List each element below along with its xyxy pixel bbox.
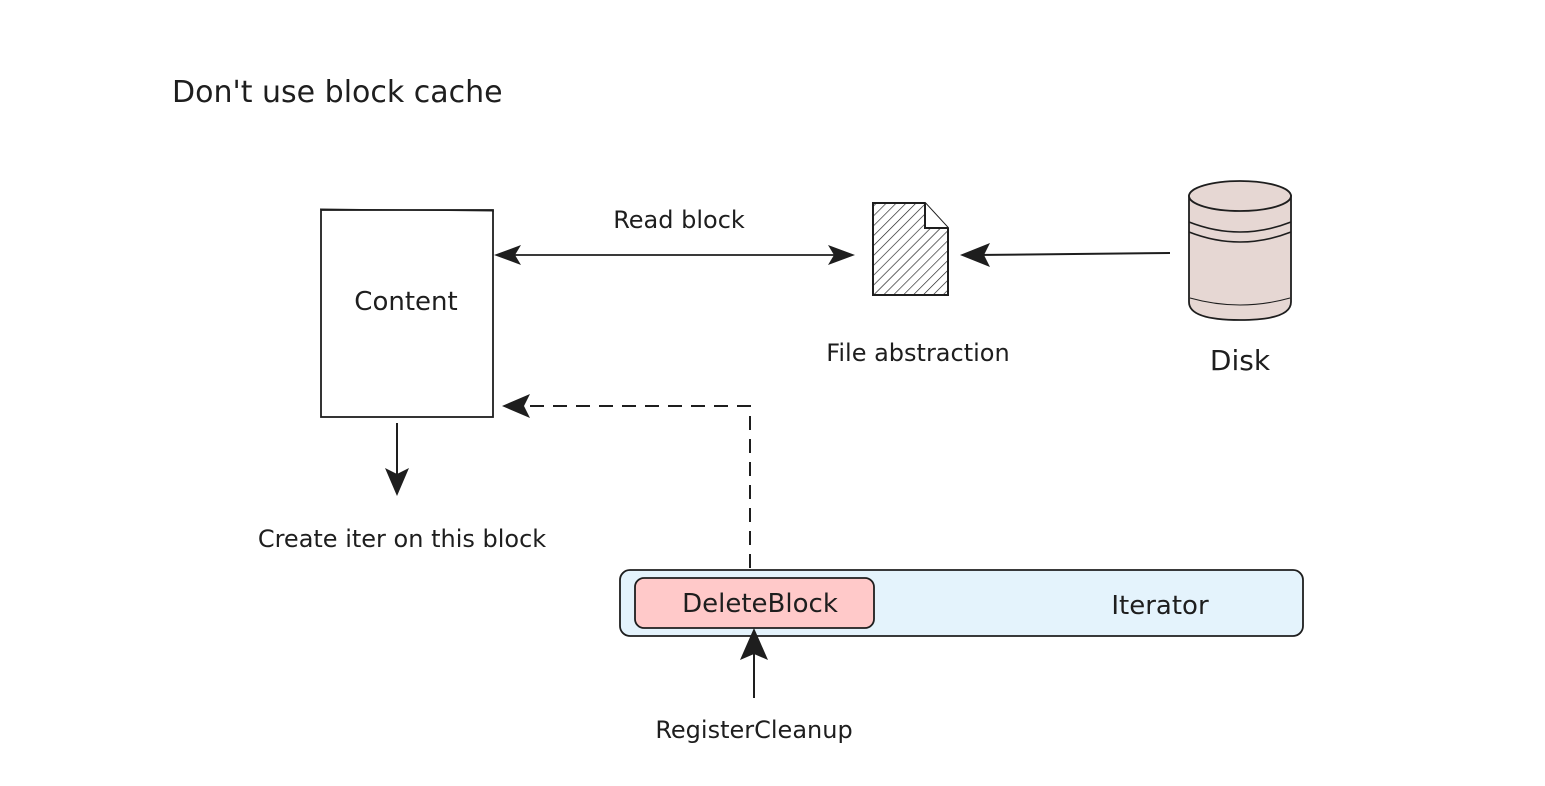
cleanup-dashed-arrow [502,394,751,568]
disk-icon [1188,180,1292,321]
delete-block-label: DeleteBlock [682,589,838,619]
register-cleanup-label: RegisterCleanup [655,716,852,744]
disk-label: Disk [1210,344,1271,377]
disk-to-file-arrow [960,243,1171,267]
create-iter-label: Create iter on this block [258,525,546,553]
read-block-arrow [494,245,855,265]
read-block-arrow-head-right [828,245,855,265]
iterator-label: Iterator [1111,591,1209,621]
content-box: Content [319,208,495,418]
file-icon [872,202,949,296]
file-abstraction-label: File abstraction [826,339,1009,367]
diagram-title: Don't use block cache [172,75,503,110]
register-cleanup-arrow [740,628,768,698]
delete-block-box: DeleteBlock [634,577,875,629]
read-block-label: Read block [613,206,745,234]
content-label: Content [354,287,457,317]
read-block-arrow-head-left [494,245,521,265]
create-iter-arrow [385,423,409,496]
